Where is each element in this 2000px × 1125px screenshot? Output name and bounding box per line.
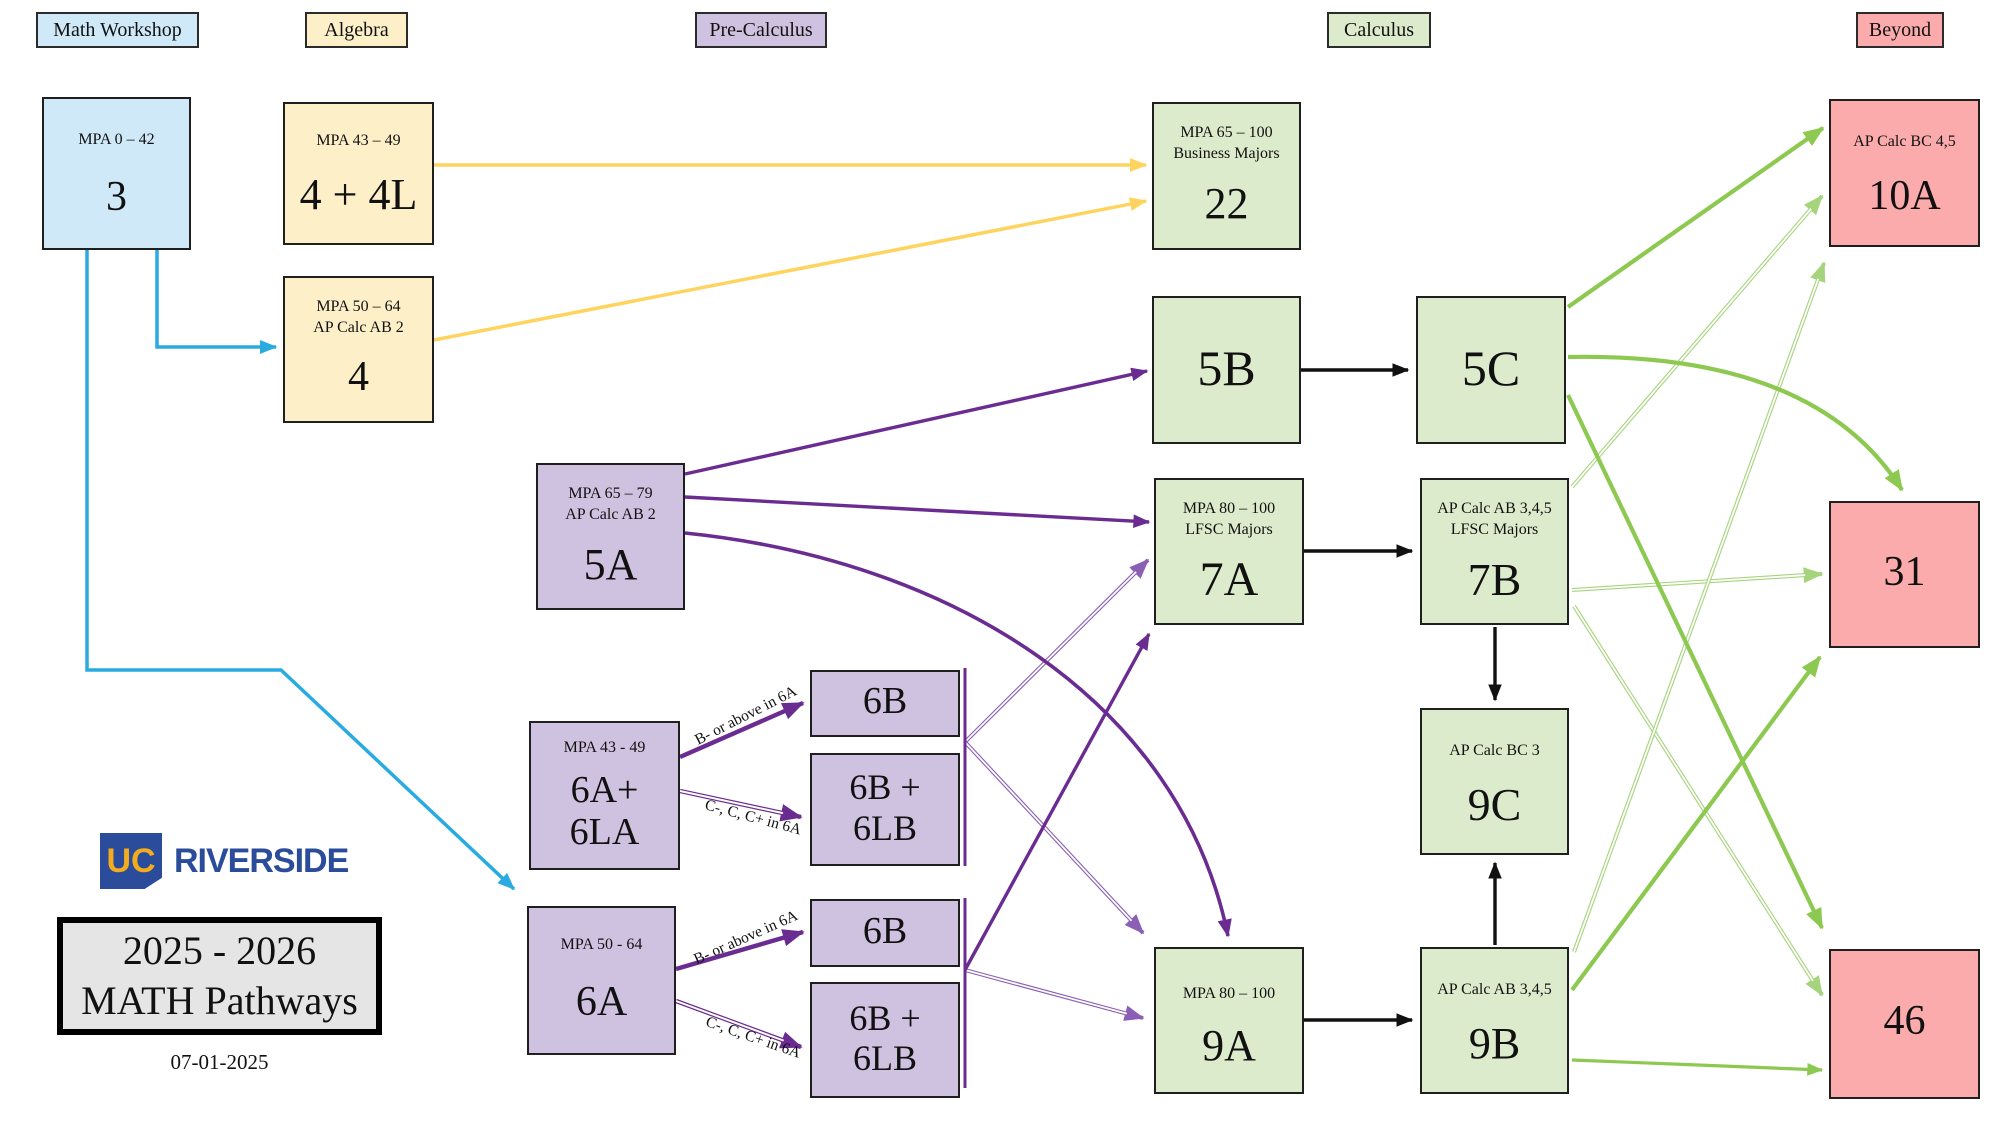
edge-5c-to-10a xyxy=(1566,126,1825,309)
edge-6bbot-to-7a xyxy=(963,632,1151,971)
uc-logo-badge: UC xyxy=(100,833,162,889)
node-9b: AP Calc AB 3,4,5 9B xyxy=(1420,947,1569,1094)
node-4: MPA 50 – 64 AP Calc AB 2 4 xyxy=(283,276,434,423)
node-5b: 5B xyxy=(1152,296,1301,444)
node-5b-label: 5B xyxy=(1197,340,1256,396)
edge-label-grade-c-top: C-, C, C+ in 6A xyxy=(703,796,804,839)
header-pre-calculus: Pre-Calculus xyxy=(695,12,827,48)
node-9b-label: 9B xyxy=(1468,1019,1521,1069)
node-7b: AP Calc AB 3,4,5 LFSC Majors 7B xyxy=(1420,478,1569,625)
node-6bl-bottom-label: 6B + 6LB xyxy=(849,997,921,1078)
ucr-logo: UC RIVERSIDE xyxy=(100,833,349,889)
title-text: MATH Pathways xyxy=(81,978,358,1023)
header-beyond: Beyond xyxy=(1856,12,1944,48)
node-7a: MPA 80 – 100 LFSC Majors 7A xyxy=(1154,478,1304,625)
node-6a-sublabel: MPA 50 - 64 xyxy=(560,936,643,953)
edge-7b-to-46-core xyxy=(1573,605,1814,982)
node-46: 46 xyxy=(1829,949,1980,1099)
edge-7b-to-31 xyxy=(1571,567,1824,592)
node-9b-sublabel: AP Calc AB 3,4,5 xyxy=(1437,981,1552,998)
node-4-label: 4 xyxy=(348,354,369,401)
node-7b-sublabel: AP Calc AB 3,4,5 LFSC Majors xyxy=(1437,500,1552,539)
node-6a: MPA 50 - 64 6A xyxy=(527,906,676,1055)
node-6bl-top: 6B + 6LB xyxy=(810,753,960,866)
edge-7b-to-10a-core xyxy=(1571,208,1812,488)
diagram-title-box: 2025 - 2026 MATH Pathways xyxy=(57,917,382,1035)
node-22: MPA 65 – 100 Business Majors 22 xyxy=(1152,102,1301,250)
node-4-sublabel: MPA 50 – 64 AP Calc AB 2 xyxy=(313,298,404,337)
node-9c-sublabel: AP Calc BC 3 xyxy=(1449,742,1540,759)
edge-5a-to-5b xyxy=(684,367,1149,476)
node-22-label: 22 xyxy=(1204,179,1249,229)
node-3: MPA 0 – 42 3 xyxy=(42,97,191,250)
node-31: 31 xyxy=(1829,501,1980,648)
node-3-sublabel: MPA 0 – 42 xyxy=(78,131,155,148)
edge-9b-to-10a xyxy=(1572,261,1826,953)
header-algebra: Algebra xyxy=(305,12,408,48)
header-calculus: Calculus xyxy=(1327,12,1431,48)
uc-logo-swoosh xyxy=(123,889,178,901)
node-5c: 5C xyxy=(1416,296,1566,444)
edge-7b-to-31-core xyxy=(1571,574,1806,591)
edge-3-to-4 xyxy=(155,250,278,354)
edge-7b-to-10a xyxy=(1570,194,1824,489)
node-7b-label: 7B xyxy=(1467,553,1522,605)
node-10a-sublabel: AP Calc BC 4,5 xyxy=(1853,133,1956,150)
node-4l-label: 4 + 4L xyxy=(299,170,418,220)
edge-5a-to-7a xyxy=(684,495,1151,528)
node-9a-label: 9A xyxy=(1202,1021,1256,1071)
node-31-label: 31 xyxy=(1883,548,1926,595)
node-7a-sublabel: MPA 80 – 100 LFSC Majors xyxy=(1182,500,1276,539)
uc-logo-letters: UC xyxy=(106,841,156,880)
edge-6btop-to-7a xyxy=(963,558,1150,744)
node-6a-label: 6A xyxy=(575,978,628,1025)
node-4l-sublabel: MPA 43 – 49 xyxy=(316,132,401,149)
node-4l: MPA 43 – 49 4 + 4L xyxy=(283,102,434,245)
node-22-sublabel: MPA 65 – 100 Business Majors xyxy=(1173,124,1280,163)
node-6b-bottom-label: 6B xyxy=(862,909,908,952)
edge-9b-to-10a-core xyxy=(1573,278,1820,953)
ucr-wordmark: RIVERSIDE xyxy=(174,841,349,880)
edge-6btop-to-7a-core xyxy=(964,571,1137,743)
edge-6btop-to-9a xyxy=(963,740,1145,935)
node-46-label: 46 xyxy=(1883,998,1926,1045)
header-math-workshop: Math Workshop xyxy=(36,12,199,48)
node-9c-label: 9C xyxy=(1467,779,1522,831)
node-10a-label: 10A xyxy=(1868,173,1941,220)
node-6bl-top-label: 6B + 6LB xyxy=(849,767,921,848)
edge-5c-to-31 xyxy=(1567,354,1904,492)
edge-6btop-to-9a-core xyxy=(964,741,1133,922)
node-9a-sublabel: MPA 80 – 100 xyxy=(1182,985,1276,1002)
revision-date: 07-01-2025 xyxy=(170,1050,269,1074)
node-5a: MPA 65 – 79 AP Calc AB 2 5A xyxy=(536,463,685,610)
edge-label-grade-c-bot: C-, C, C+ in 6A xyxy=(703,1013,803,1062)
edge-label-grade-b-top: B- or above in 6A xyxy=(692,682,800,749)
edge-9b-to-46 xyxy=(1571,1058,1824,1076)
title-years: 2025 - 2026 xyxy=(122,928,317,973)
edge-7b-to-46 xyxy=(1572,604,1824,997)
node-6b-bottom: 6B xyxy=(810,899,960,967)
node-9c: AP Calc BC 3 9C xyxy=(1420,708,1569,855)
edge-6bbot-to-9a xyxy=(964,968,1145,1021)
node-10a: AP Calc BC 4,5 10A xyxy=(1829,99,1980,247)
node-6al-sublabel: MPA 43 - 49 xyxy=(563,739,646,756)
node-6b-top-label: 6B xyxy=(862,680,908,723)
node-5a-sublabel: MPA 65 – 79 AP Calc AB 2 xyxy=(565,485,656,524)
node-7a-label: 7A xyxy=(1199,552,1259,606)
node-3-label: 3 xyxy=(106,173,127,220)
node-5a-label: 5A xyxy=(583,539,638,589)
edge-4-to-22 xyxy=(433,197,1148,342)
node-6al: MPA 43 - 49 6A+ 6LA xyxy=(529,721,680,870)
node-6al-label: 6A+ 6LA xyxy=(569,768,640,854)
node-5c-label: 5C xyxy=(1461,340,1521,396)
node-6b-top: 6B xyxy=(810,670,960,737)
edge-6bbot-to-9a-core xyxy=(964,969,1128,1015)
node-9a: MPA 80 – 100 9A xyxy=(1154,947,1304,1094)
edge-5c-to-46 xyxy=(1566,394,1824,930)
node-6bl-bottom: 6B + 6LB xyxy=(810,982,960,1098)
edge-9b-to-31 xyxy=(1570,655,1822,992)
edge-label-grade-b-bot: B- or above in 6A xyxy=(691,907,801,969)
